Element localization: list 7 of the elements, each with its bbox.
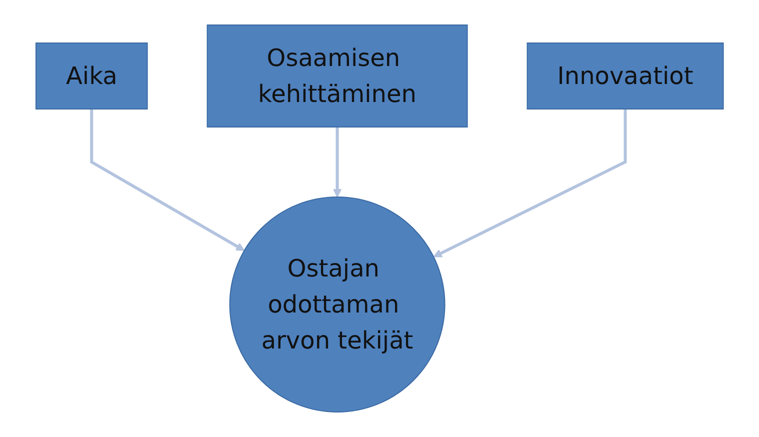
node-circle: Ostajan odottaman arvon tekijät xyxy=(229,196,446,412)
arrow xyxy=(433,109,627,258)
node-box: Osaamisen kehittäminen xyxy=(206,24,468,128)
arrow xyxy=(332,127,342,198)
node-box: Innovaatiot xyxy=(526,42,724,110)
node-box: Aika xyxy=(35,42,148,110)
arrow xyxy=(90,109,245,251)
